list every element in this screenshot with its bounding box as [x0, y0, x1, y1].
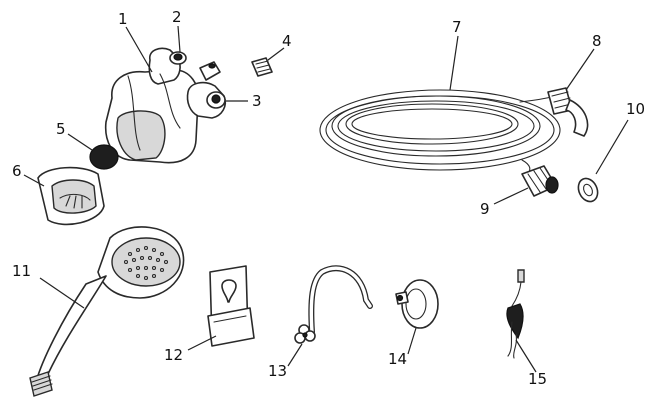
leader-6 — [23, 174, 45, 187]
callout-7: 7 — [452, 18, 462, 36]
leader-5 — [67, 133, 93, 151]
part-12-wall-bracket — [207, 265, 255, 347]
part-2-cartridge — [169, 51, 187, 65]
callout-2: 2 — [172, 8, 182, 26]
part-7-coiled-hose — [319, 89, 561, 181]
callout-9: 9 — [480, 200, 490, 218]
callout-4: 4 — [282, 32, 292, 50]
leader-10 — [595, 119, 629, 175]
leader-14 — [407, 327, 417, 355]
callout-3: 3 — [252, 92, 262, 110]
part-8-hose-ferrule — [547, 87, 589, 137]
callout-5: 5 — [56, 120, 66, 138]
part-3-inlet-fitting — [206, 91, 226, 109]
callout-labels: 1 2 3 4 5 6 7 8 9 10 11 12 13 14 15 — [12, 8, 645, 388]
leader-8 — [565, 48, 595, 91]
callout-13: 13 — [268, 362, 287, 380]
leader-7 — [449, 35, 459, 91]
callout-12: 12 — [164, 346, 183, 364]
leader-13 — [287, 343, 303, 367]
leader-9 — [493, 187, 529, 205]
callout-14: 14 — [388, 350, 407, 368]
part-10-sealing-ring — [577, 177, 599, 203]
leader-lines — [23, 25, 629, 373]
part-9-hose-nut — [521, 165, 559, 197]
part-14-suction-cup — [395, 279, 439, 329]
part-15-chain-cable — [506, 269, 525, 359]
part-11-hand-shower — [29, 226, 185, 397]
leader-15 — [515, 339, 537, 373]
callout-6: 6 — [12, 162, 22, 180]
callout-10: 10 — [626, 100, 645, 118]
callout-1: 1 — [118, 10, 128, 28]
part-13-swivel-hook — [294, 265, 373, 344]
callout-15: 15 — [528, 370, 547, 388]
part-4-small-connector — [251, 57, 273, 77]
callout-8: 8 — [592, 32, 602, 50]
valve-nipple — [199, 61, 221, 81]
leader-1 — [125, 26, 153, 73]
part-5-black-washer — [89, 144, 119, 170]
callout-11: 11 — [12, 262, 31, 280]
leader-11 — [39, 277, 85, 309]
leader-2 — [177, 25, 181, 53]
leader-4 — [267, 47, 285, 61]
part-6-diverter-cap — [37, 166, 105, 226]
leader-12 — [187, 335, 217, 351]
